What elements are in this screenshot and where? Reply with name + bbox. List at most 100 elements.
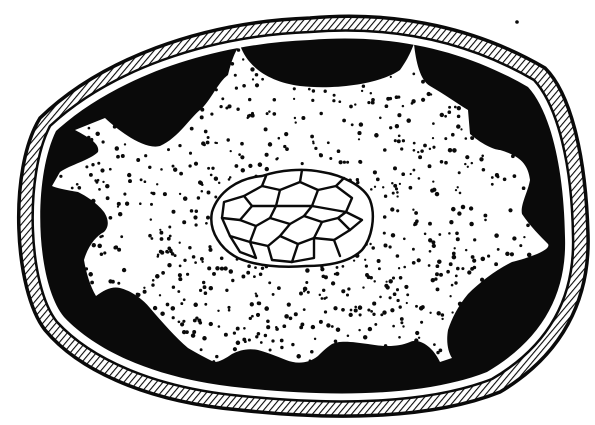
stipple-dot <box>371 98 375 102</box>
stipple-dot <box>393 184 397 188</box>
stipple-dot <box>191 333 195 337</box>
stipple-dot <box>136 293 140 297</box>
stipple-dot <box>456 237 460 241</box>
stipple-dot <box>363 335 367 339</box>
stipple-dot <box>470 136 474 140</box>
stipple-dot <box>167 148 170 151</box>
stipple-dot <box>183 298 186 301</box>
stipple-dot <box>193 319 197 323</box>
stipple-dot <box>197 196 200 199</box>
stipple-dot <box>397 113 401 117</box>
stipple-dot <box>201 141 205 145</box>
stipple-dot <box>497 248 500 251</box>
stipple-dot <box>404 285 408 289</box>
stipple-dot <box>455 231 459 235</box>
stipple-dot <box>511 154 515 158</box>
stipple-dot <box>165 250 169 254</box>
stipple-dot <box>151 283 154 286</box>
stipple-dot <box>365 265 368 268</box>
stipple-dot <box>400 147 403 150</box>
stipple-dot <box>179 172 183 176</box>
stipple-dot <box>218 325 221 328</box>
stipple-dot <box>451 207 456 212</box>
stipple-dot <box>392 325 395 328</box>
stipple-dot <box>432 146 435 149</box>
stipple-dot <box>396 191 399 194</box>
stipple-dot <box>249 114 252 117</box>
stipple-dot <box>208 248 212 252</box>
stipple-dot <box>373 280 375 282</box>
stipple-dot <box>451 311 453 313</box>
stipple-dot <box>452 255 457 260</box>
stipple-dot <box>264 334 267 337</box>
stipple-dot <box>152 279 155 282</box>
stipple-dot <box>248 338 251 341</box>
stipple-dot <box>207 191 211 195</box>
stipple-dot <box>189 152 192 155</box>
stipple-dot <box>300 322 304 326</box>
stipple-dot <box>342 119 346 123</box>
stipple-dot <box>480 278 484 282</box>
stipple-dot <box>455 275 458 278</box>
stipple-dot <box>159 250 163 254</box>
stipple-dot <box>228 178 231 181</box>
stipple-dot <box>246 271 250 275</box>
stipple-dot <box>117 282 120 285</box>
stipple-dot <box>143 290 147 294</box>
stipple-dot <box>398 267 400 269</box>
stipple-dot <box>125 202 129 206</box>
stipple-dot <box>379 296 382 299</box>
stipple-dot <box>108 279 112 283</box>
stipple-dot <box>139 202 142 205</box>
stipple-dot <box>236 341 241 346</box>
stipple-dot <box>439 273 443 277</box>
stipple-dot <box>482 168 486 172</box>
stipple-dot <box>358 305 363 310</box>
stipple-dot <box>256 313 260 317</box>
stipple-dot <box>244 340 247 343</box>
stipple-dot <box>448 106 451 109</box>
stipple-dot <box>237 48 240 51</box>
stipple-dot <box>319 320 323 324</box>
stipple-dot <box>361 90 363 92</box>
stipple-dot <box>396 288 399 291</box>
stipple-dot <box>505 252 509 256</box>
stipple-dot <box>334 273 337 276</box>
stipple-dot <box>428 264 431 267</box>
stipple-dot <box>503 177 507 181</box>
stipple-dot <box>159 231 163 235</box>
stipple-dot <box>419 306 424 311</box>
stipple-dot <box>415 331 419 335</box>
stipple-dot <box>201 261 203 263</box>
stipple-dot <box>233 347 237 351</box>
stipple-dot <box>88 127 91 130</box>
stipple-dot <box>519 244 522 247</box>
stipple-dot <box>321 297 324 300</box>
stipple-dot <box>216 142 218 144</box>
stipple-dot <box>377 259 381 263</box>
stipple-dot <box>255 83 259 87</box>
stipple-dot <box>392 276 395 279</box>
stipple-dot <box>172 286 175 289</box>
stipple-dot <box>487 255 490 258</box>
stipple-dot <box>269 349 272 352</box>
stipple-dot <box>185 330 189 334</box>
stipple-dot <box>180 322 184 326</box>
stipple-dot <box>449 262 453 266</box>
stipple-dot <box>235 164 239 168</box>
stipple-dot <box>204 291 208 295</box>
stipple-dot <box>249 317 252 320</box>
stipple-dot <box>324 310 327 313</box>
stipple-dot <box>396 254 400 258</box>
stipple-dot <box>243 327 246 330</box>
stipple-dot <box>389 245 392 248</box>
stipple-dot <box>85 267 88 270</box>
stipple-dot <box>331 325 334 328</box>
stipple-dot <box>471 255 475 259</box>
stipple-dot <box>204 303 207 306</box>
stipple-dot <box>275 326 278 329</box>
stipple-dot <box>118 212 122 216</box>
stipple-dot <box>264 306 269 311</box>
stipple-dot <box>479 157 483 161</box>
stipple-dot <box>390 207 394 211</box>
